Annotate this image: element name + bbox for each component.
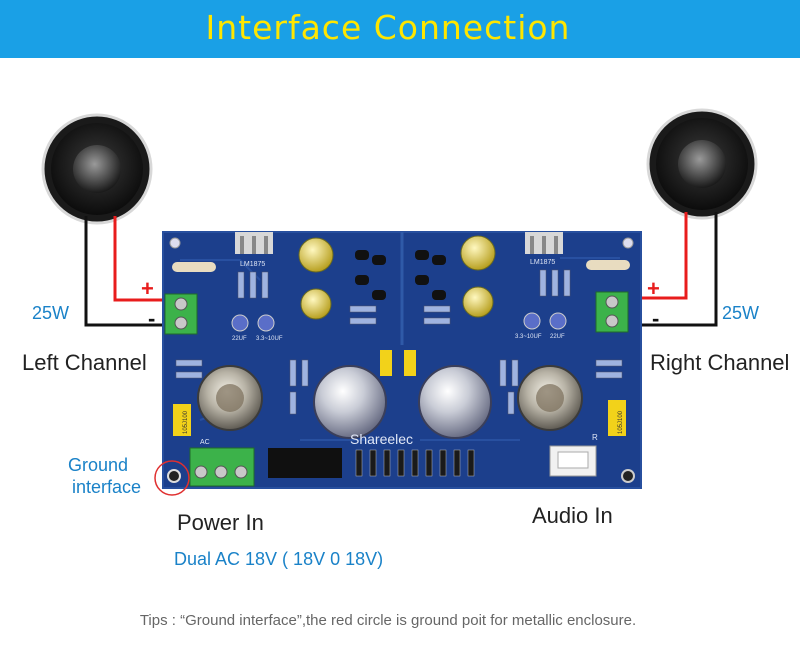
left-speaker [41,113,153,225]
right-black-wire [626,212,718,327]
board-brand: Shareelec [350,431,413,447]
left-red-wire [113,216,178,302]
audio-in-label: Audio In [532,503,613,528]
right-minus-sign: - [652,306,660,331]
ac-label: AC [200,439,210,446]
right-red-wire [626,212,688,300]
cap22-label-left: 22UF [232,336,247,342]
ground-label-line1: Ground [68,455,129,475]
power-spec-label: Dual AC 18V ( 18V 0 18V) [174,549,384,569]
amplifier-board [162,231,642,489]
right-channel-label: Right Channel [650,350,790,375]
left-black-wire [84,216,176,327]
cap-label-left: 3.3~10UF [256,336,283,342]
right-power-label: 25W [722,303,760,323]
cap-label-right: 3.3~10UF [515,334,542,340]
film-cap-label-left: 105J100 [183,410,189,434]
right-speaker [646,108,758,220]
ground-indicator-circle [154,460,190,496]
r-label: R [592,433,598,442]
tips-note: Tips : “Ground interface”,the red circle… [139,612,637,629]
right-plus-sign: + [647,276,660,301]
cap22-label-right: 22UF [550,334,565,340]
film-cap-label-right: 105J100 [618,410,624,434]
ic-right-label: LM1875 [530,259,555,266]
left-minus-sign: - [148,306,156,331]
left-plus-sign: + [141,276,154,301]
ground-label-line2: interface [72,477,142,497]
left-channel-label: Left Channel [22,350,147,375]
header-banner: Interface Connection [0,0,800,58]
power-in-label: Power In [177,510,264,535]
page-title: Interface Connection [205,8,571,47]
ic-left-label: LM1875 [240,261,265,268]
left-power-label: 25W [32,303,70,323]
